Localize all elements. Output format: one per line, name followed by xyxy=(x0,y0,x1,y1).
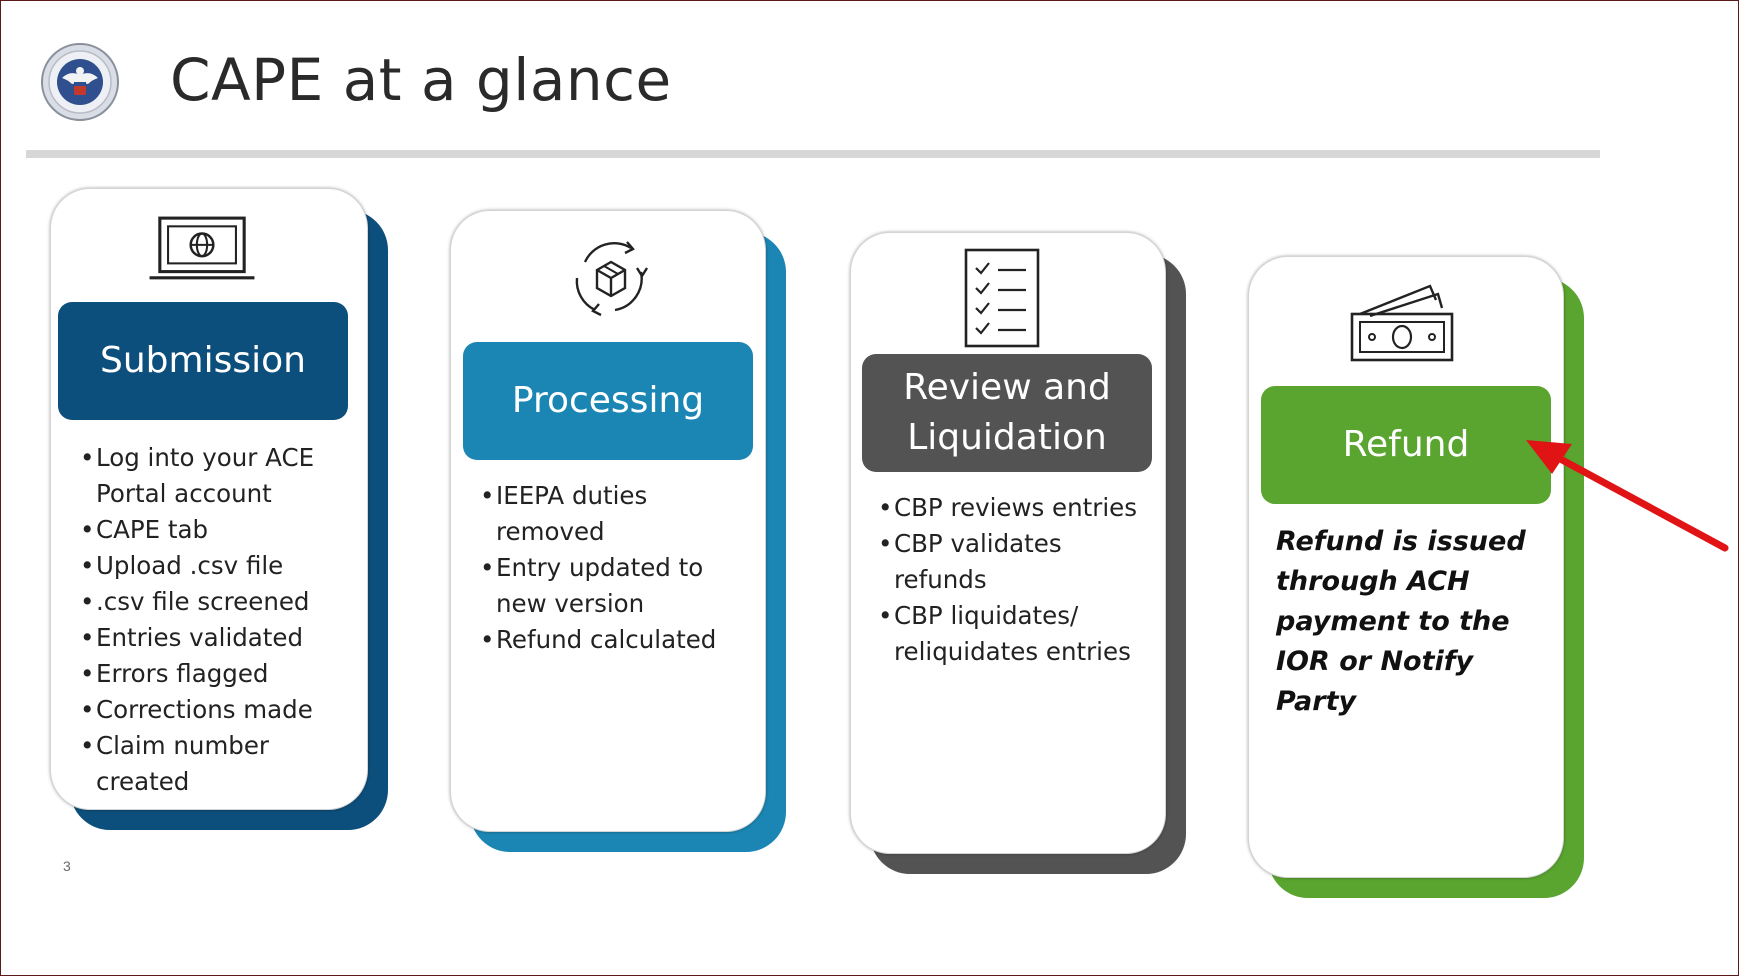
list-item: CBP liquidates/ reliquidates entries xyxy=(878,598,1158,670)
list-item: CBP reviews entries xyxy=(878,490,1158,526)
page-number: 3 xyxy=(63,858,71,874)
list-item: Log into your ACE Portal account xyxy=(80,440,350,512)
arrow-icon xyxy=(1526,440,1729,552)
slide-title: CAPE at a glance xyxy=(170,46,672,114)
list-item: .csv file screened xyxy=(80,584,350,620)
list-item: Refund calculated xyxy=(480,622,750,658)
refund-header: Refund xyxy=(1261,386,1551,504)
submission-header: Submission xyxy=(58,302,348,420)
submission-bullet-list: Log into your ACE Portal account CAPE ta… xyxy=(80,440,350,800)
review-bullet-list: CBP reviews entries CBP validates refund… xyxy=(878,490,1158,670)
review-header: Review and Liquidation xyxy=(862,354,1152,472)
checklist-icon xyxy=(964,248,1040,348)
list-item: IEEPA duties removed xyxy=(480,478,750,550)
list-item: Entries validated xyxy=(80,620,350,656)
processing-bullet-list: IEEPA duties removed Entry updated to ne… xyxy=(480,478,750,658)
cash-icon xyxy=(1350,284,1454,362)
list-item: Upload .csv file xyxy=(80,548,350,584)
box-cycle-icon xyxy=(575,241,649,317)
title-divider xyxy=(26,150,1600,158)
processing-header: Processing xyxy=(463,342,753,460)
laptop-globe-icon xyxy=(149,216,255,280)
list-item: Errors flagged xyxy=(80,656,350,692)
cbp-seal-icon xyxy=(41,43,119,121)
list-item: Claim number created xyxy=(80,728,350,800)
list-item: Entry updated to new version xyxy=(480,550,750,622)
refund-description: Refund is issued through ACH payment to … xyxy=(1276,526,1526,717)
list-item: CAPE tab xyxy=(80,512,350,548)
list-item: CBP validates refunds xyxy=(878,526,1158,598)
list-item: Corrections made xyxy=(80,692,350,728)
